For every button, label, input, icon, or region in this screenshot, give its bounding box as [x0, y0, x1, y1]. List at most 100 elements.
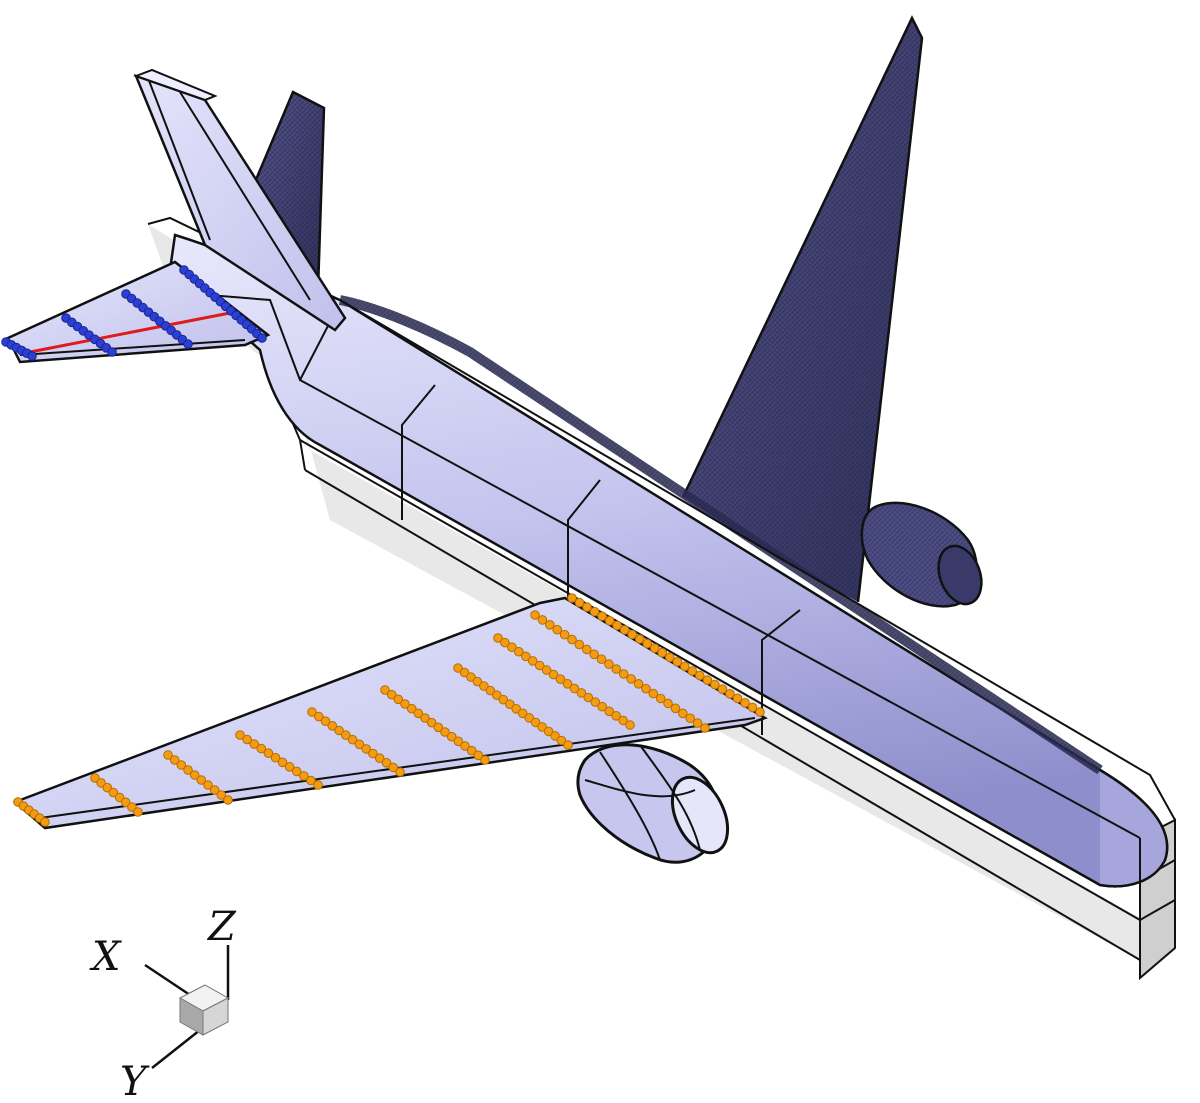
tail-marker — [27, 351, 37, 361]
wing-marker — [433, 722, 444, 733]
wing-marker — [406, 703, 417, 714]
wing-marker — [678, 708, 688, 719]
wing-marker — [555, 674, 566, 685]
wing-marker — [604, 706, 615, 717]
wing-marker — [567, 593, 577, 603]
wing-marker — [545, 620, 555, 630]
wing-marker — [663, 698, 673, 709]
wing-marker — [299, 771, 309, 781]
wing-marker — [133, 807, 143, 817]
wing-marker — [108, 787, 119, 798]
wing-marker — [543, 726, 554, 737]
wing-marker — [597, 701, 608, 712]
wing-marker — [320, 716, 331, 727]
vertical-tail — [133, 68, 347, 332]
wing-marker — [393, 694, 404, 705]
wing-marker — [672, 657, 683, 667]
wing-marker — [576, 688, 587, 698]
wing-marker — [472, 676, 483, 687]
wing-marker — [604, 659, 614, 669]
wing-marker — [400, 699, 410, 709]
wing-marker — [710, 679, 720, 690]
wing-marker — [453, 663, 463, 673]
wing-marker — [692, 718, 703, 728]
wing-marker — [627, 629, 638, 640]
wing-marker — [619, 625, 630, 635]
wing-marker — [479, 681, 489, 691]
wing-marker — [625, 720, 635, 730]
wing-marker — [96, 778, 106, 788]
wing-marker — [574, 597, 585, 608]
wing-marker — [277, 757, 288, 768]
wing-marker — [717, 684, 728, 695]
wing-marker — [633, 679, 644, 689]
wing-marker — [263, 748, 274, 759]
wing-marker — [466, 672, 476, 682]
wing-marker — [466, 745, 477, 756]
wing-marker-group — [13, 593, 765, 827]
wing-marker — [386, 689, 397, 700]
tail-marker — [257, 333, 267, 343]
wing-marker — [327, 721, 338, 731]
wing-marker — [534, 660, 545, 671]
wing-marker — [700, 723, 710, 733]
tail-stabilizer — [1, 260, 271, 364]
wing-marker — [559, 629, 570, 640]
wing-marker — [313, 780, 323, 790]
wing-marker — [120, 797, 131, 808]
wing-marker — [334, 725, 344, 736]
wing-marker — [541, 665, 552, 675]
wing-marker — [498, 694, 509, 705]
wing-marker — [216, 790, 227, 800]
wing-marker — [354, 739, 365, 750]
wing-marker — [612, 620, 622, 631]
wing-marker — [176, 760, 187, 770]
wing-marker — [618, 669, 629, 679]
wing-marker — [537, 615, 548, 625]
wing-marker — [500, 637, 510, 648]
wing-marker — [552, 624, 563, 635]
wing-marker — [657, 647, 668, 658]
wing-marker — [514, 646, 524, 657]
wing-marker — [611, 711, 621, 721]
wing-marker — [604, 616, 615, 626]
wing-marker — [563, 740, 573, 750]
x-axis-label: X — [89, 934, 122, 980]
wing-marker — [460, 741, 470, 751]
wing-marker — [685, 713, 696, 724]
wing-marker — [574, 639, 585, 650]
wing-marker — [517, 708, 528, 719]
wing-marker — [307, 707, 317, 717]
wing-marker — [634, 634, 645, 644]
wing-marker — [747, 702, 758, 713]
y-axis-line — [151, 1029, 201, 1069]
wing-marker — [426, 717, 437, 728]
wing-marker — [492, 690, 502, 701]
far-wing — [681, 15, 924, 603]
wing-marker — [583, 692, 594, 703]
tail-marker-group — [1, 265, 267, 361]
wing-marker — [589, 606, 600, 617]
wing-marker — [480, 755, 490, 765]
wing-marker — [40, 817, 50, 827]
wing-marker — [249, 739, 259, 749]
wing-marker — [453, 736, 464, 747]
wing-marker — [485, 685, 496, 696]
wing-marker — [347, 734, 358, 745]
wing-marker — [521, 651, 531, 662]
wing-marker — [235, 730, 245, 740]
wing-marker — [670, 703, 681, 714]
wing-marker — [642, 638, 653, 649]
wing-marker — [420, 713, 430, 723]
wing-marker — [291, 766, 302, 777]
tail-marker — [107, 347, 117, 357]
wing-marker — [618, 715, 628, 726]
wing-marker — [256, 743, 267, 754]
wing-marker — [102, 782, 113, 793]
tail-marker — [183, 339, 193, 349]
wing-marker — [562, 679, 573, 689]
orientation-cube — [178, 984, 230, 1036]
wing-marker — [567, 634, 577, 645]
